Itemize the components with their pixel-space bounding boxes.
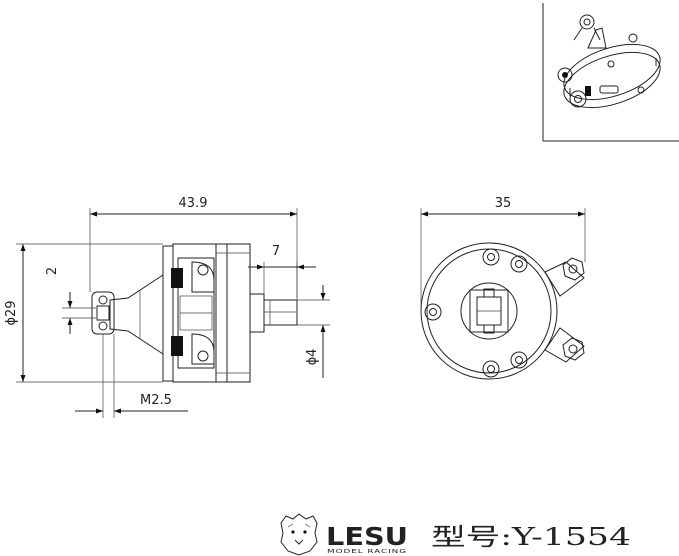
body-diameter-label: ϕ29 <box>4 300 19 325</box>
brand-logo-text: LESU <box>326 522 408 551</box>
dimension-small-offset: 2 <box>45 267 96 334</box>
dimension-thread: M2.5 <box>75 393 188 414</box>
isometric-preview <box>542 3 679 142</box>
front-outer-ring <box>420 242 558 380</box>
dimension-overall-length: 43.9 <box>89 196 298 298</box>
dimension-boss-diameter: ϕ4 <box>297 285 330 378</box>
boss-diameter-label: ϕ4 <box>305 349 320 366</box>
motor-body <box>226 243 251 383</box>
brand-footer: LESU MODEL RACING 型号:Y-1554 <box>280 513 631 556</box>
bolt-holes <box>424 248 528 378</box>
hex-nut-top <box>562 257 585 281</box>
model-number: 型号:Y-1554 <box>431 523 631 551</box>
hex-nut-bottom <box>562 337 585 361</box>
screw-top <box>171 268 183 288</box>
lion-head-icon <box>280 513 318 556</box>
side-view: 43.9 ϕ29 2 7 <box>4 196 330 418</box>
boss-length-label: 7 <box>272 244 280 259</box>
dimension-boss-length: 7 <box>248 244 316 300</box>
dimension-body-diameter: ϕ29 <box>4 243 163 383</box>
brand-logo-subtext: MODEL RACING <box>327 549 407 555</box>
overall-length-label: 43.9 <box>179 196 208 211</box>
thread-label: M2.5 <box>140 393 172 408</box>
dimension-front-diameter: 35 <box>420 196 586 306</box>
front-diameter-label: 35 <box>495 196 512 211</box>
small-offset-label: 2 <box>45 267 60 275</box>
isometric-part-sketch <box>557 14 661 109</box>
screw-bottom <box>171 336 183 356</box>
front-view: 35 <box>420 196 586 380</box>
shaft-boss <box>263 299 298 326</box>
